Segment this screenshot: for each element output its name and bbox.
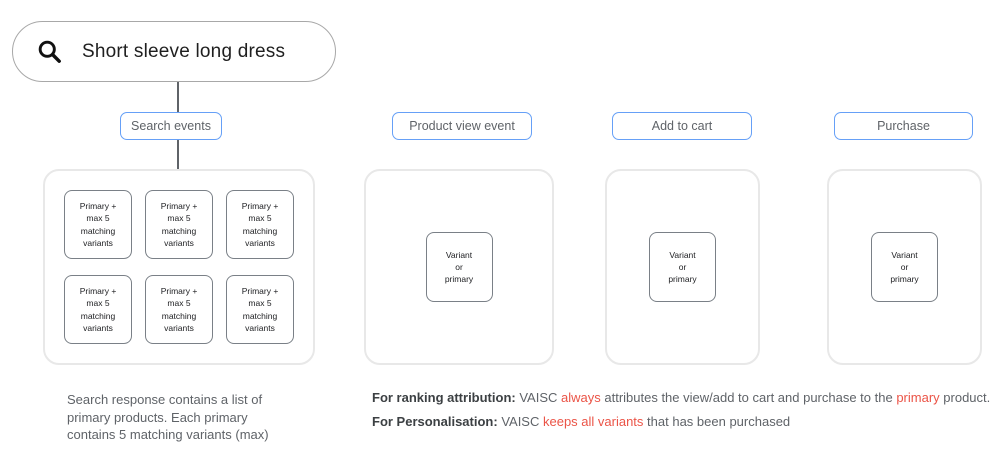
add-to-cart-container: Variant or primary <box>605 169 760 365</box>
add-to-cart-label: Add to cart <box>612 112 752 140</box>
personalisation-note-seg1: VAISC <box>497 414 543 429</box>
primary-variants-card: Primary + max 5 matching variants <box>226 275 294 344</box>
product-view-container: Variant or primary <box>364 169 554 365</box>
primary-variants-card: Primary + max 5 matching variants <box>64 190 132 259</box>
personalisation-note-red1: keeps all variants <box>542 414 644 429</box>
ranking-note-red1: always <box>561 390 601 405</box>
ranking-note-bold: For ranking attribution: <box>372 390 516 405</box>
search-input: Short sleeve long dress <box>12 21 336 82</box>
personalisation-note-seg2: that has been purchased <box>643 414 791 429</box>
variant-or-primary-card: Variant or primary <box>649 232 716 302</box>
primary-variants-card: Primary + max 5 matching variants <box>226 190 294 259</box>
variant-or-primary-card: Variant or primary <box>425 232 493 302</box>
search-icon <box>38 40 61 63</box>
product-view-event-label: Product view event <box>392 112 532 140</box>
primary-variants-card: Primary + max 5 matching variants <box>145 275 213 344</box>
purchase-container: Variant or primary <box>827 169 982 365</box>
connector-line-top <box>177 82 179 112</box>
ranking-note-seg2: attributes the view/add to cart and purc… <box>600 390 897 405</box>
search-events-container: Primary + max 5 matching variants Primar… <box>43 169 315 365</box>
search-response-note: Search response contains a list of prima… <box>67 392 269 442</box>
connector-line-bottom <box>177 139 179 170</box>
personalisation-note: For Personalisation: VAISC keeps all var… <box>372 414 790 429</box>
ranking-attribution-note: For ranking attribution: VAISC always at… <box>372 390 990 405</box>
ranking-note-red2: primary <box>896 390 940 405</box>
personalisation-note-bold: For Personalisation: <box>372 414 498 429</box>
search-events-label: Search events <box>120 112 222 140</box>
purchase-label: Purchase <box>834 112 973 140</box>
primary-variants-card: Primary + max 5 matching variants <box>64 275 132 344</box>
ranking-note-seg3: product. <box>939 390 991 405</box>
ranking-note-seg1: VAISC <box>515 390 561 405</box>
primary-variants-card: Primary + max 5 matching variants <box>145 190 213 259</box>
variant-or-primary-card: Variant or primary <box>871 232 938 302</box>
search-query-text: Short sleeve long dress <box>82 40 286 62</box>
